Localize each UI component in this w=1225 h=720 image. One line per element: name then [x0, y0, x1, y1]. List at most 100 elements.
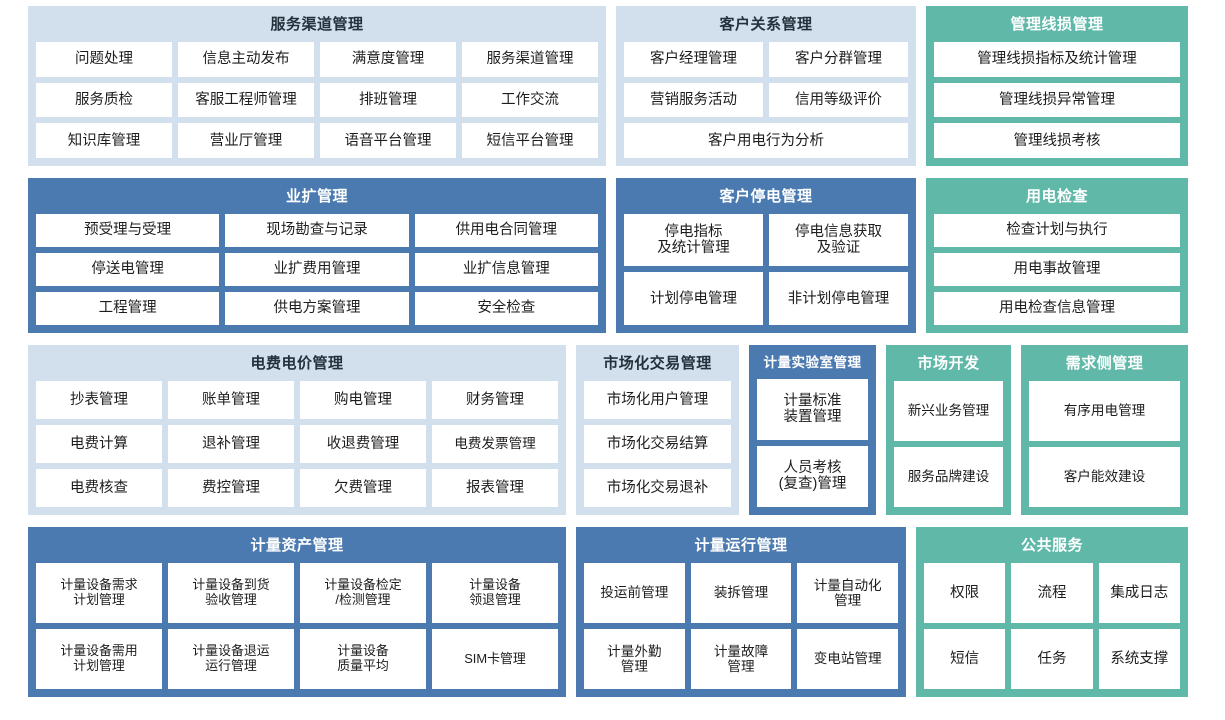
module-cell[interactable]: 用电检查信息管理: [934, 291, 1180, 325]
module-cell[interactable]: 工作交流: [462, 82, 598, 118]
module-cell[interactable]: 投运前管理: [584, 562, 685, 623]
module-cell[interactable]: 电费核查: [36, 468, 162, 507]
module-cell[interactable]: 任务: [1011, 628, 1093, 689]
panel-public-service[interactable]: 公共服务 权限 流程 集成日志 短信 任务 系统支撑: [916, 527, 1188, 697]
module-cell[interactable]: 收退费管理: [300, 424, 426, 463]
panel-grid-row: 知识库管理 营业厅管理 语音平台管理 短信平台管理: [36, 123, 598, 158]
module-cell[interactable]: 新兴业务管理: [894, 380, 1003, 441]
module-cell[interactable]: 营销服务活动: [624, 82, 763, 118]
panel-metering-operation[interactable]: 计量运行管理 投运前管理 装拆管理 计量自动化 管理 计量外勤 管理 计量故障 …: [576, 527, 906, 697]
panel-grid-row: 计量标准 装置管理: [757, 378, 868, 440]
panel-power-inspection[interactable]: 用电检查 检查计划与执行 用电事故管理 用电检查信息管理: [926, 178, 1188, 333]
module-cell[interactable]: 业扩信息管理: [414, 252, 598, 286]
panel-business-expansion[interactable]: 业扩管理 预受理与受理 现场勘查与记录 供用电合同管理 停送电管理 业扩费用管理…: [28, 178, 606, 333]
panel-service-channel[interactable]: 服务渠道管理 问题处理 信息主动发布 满意度管理 服务渠道管理 服务质检 客服工…: [28, 6, 606, 166]
module-cell[interactable]: 停电指标 及统计管理: [624, 213, 763, 267]
module-cell[interactable]: 安全检查: [414, 291, 598, 325]
module-cell[interactable]: 营业厅管理: [178, 123, 314, 158]
module-cell[interactable]: 信息主动发布: [178, 41, 314, 77]
module-cell[interactable]: 停电信息获取 及验证: [769, 213, 908, 267]
panel-grid: 管理线损指标及统计管理 管理线损异常管理 管理线损考核: [934, 41, 1180, 158]
module-cell[interactable]: 短信平台管理: [462, 123, 598, 158]
module-cell[interactable]: 服务渠道管理: [462, 41, 598, 77]
module-cell[interactable]: 计量设备需用 计划管理: [36, 628, 162, 689]
module-cell[interactable]: 服务质检: [36, 82, 172, 118]
module-cell[interactable]: 计量设备 质量平均: [300, 628, 426, 689]
module-cell[interactable]: 计量设备到货 验收管理: [168, 562, 294, 623]
module-cell[interactable]: 抄表管理: [36, 380, 162, 419]
module-cell[interactable]: 计量设备退运 运行管理: [168, 628, 294, 689]
module-cell[interactable]: 装拆管理: [690, 562, 792, 623]
module-cell[interactable]: 短信: [924, 628, 1006, 689]
module-cell[interactable]: 计量设备检定 /检测管理: [300, 562, 426, 623]
module-cell[interactable]: 市场化交易退补: [584, 468, 731, 507]
panel-grid-row: 停送电管理 业扩费用管理 业扩信息管理: [36, 252, 598, 286]
module-cell[interactable]: 系统支撑: [1098, 628, 1180, 689]
module-cell[interactable]: 流程: [1011, 562, 1093, 623]
module-cell[interactable]: 退补管理: [168, 424, 294, 463]
module-cell[interactable]: 计量标准 装置管理: [757, 378, 868, 440]
module-cell[interactable]: 欠费管理: [300, 468, 426, 507]
module-cell[interactable]: 客服工程师管理: [178, 82, 314, 118]
module-cell[interactable]: 供用电合同管理: [414, 213, 598, 247]
module-cell[interactable]: 管理线损异常管理: [934, 82, 1180, 118]
module-cell[interactable]: 购电管理: [300, 380, 426, 419]
module-cell[interactable]: 计量外勤 管理: [584, 628, 685, 689]
module-cell[interactable]: 费控管理: [168, 468, 294, 507]
module-cell[interactable]: 非计划停电管理: [769, 272, 908, 325]
module-cell[interactable]: 电费发票管理: [432, 424, 558, 463]
module-cell[interactable]: SIM卡管理: [432, 628, 558, 689]
module-cell[interactable]: 排班管理: [320, 82, 456, 118]
module-cell[interactable]: 财务管理: [432, 380, 558, 419]
panel-metering-laboratory[interactable]: 计量实验室管理 计量标准 装置管理 人员考核 (复查)管理: [749, 345, 876, 515]
module-cell[interactable]: 计量设备需求 计划管理: [36, 562, 162, 623]
module-cell[interactable]: 人员考核 (复查)管理: [757, 445, 868, 507]
module-cell[interactable]: 变电站管理: [797, 628, 899, 689]
module-cell[interactable]: 停送电管理: [36, 252, 220, 286]
module-cell[interactable]: 检查计划与执行: [934, 213, 1180, 247]
module-cell[interactable]: 权限: [924, 562, 1006, 623]
module-cell[interactable]: 管理线损指标及统计管理: [934, 41, 1180, 77]
panel-market-development[interactable]: 市场开发 新兴业务管理 服务品牌建设: [886, 345, 1011, 515]
module-cell[interactable]: 计量故障 管理: [690, 628, 792, 689]
module-cell[interactable]: 客户用电行为分析: [624, 123, 908, 158]
module-cell[interactable]: 市场化用户管理: [584, 380, 731, 419]
module-cell[interactable]: 报表管理: [432, 468, 558, 507]
module-cell[interactable]: 集成日志: [1098, 562, 1180, 623]
module-cell[interactable]: 市场化交易结算: [584, 424, 731, 463]
module-cell[interactable]: 知识库管理: [36, 123, 172, 158]
module-cell[interactable]: 管理线损考核: [934, 123, 1180, 158]
module-cell[interactable]: 问题处理: [36, 41, 172, 77]
module-cell[interactable]: 用电事故管理: [934, 252, 1180, 286]
module-cell[interactable]: 有序用电管理: [1029, 380, 1180, 441]
module-cell[interactable]: 现场勘查与记录: [225, 213, 409, 247]
module-cell[interactable]: 业扩费用管理: [225, 252, 409, 286]
panel-metering-assets[interactable]: 计量资产管理 计量设备需求 计划管理 计量设备到货 验收管理 计量设备检定 /检…: [28, 527, 566, 697]
module-cell[interactable]: 语音平台管理: [320, 123, 456, 158]
module-cell[interactable]: 满意度管理: [320, 41, 456, 77]
module-cell[interactable]: 账单管理: [168, 380, 294, 419]
module-cell[interactable]: 客户能效建设: [1029, 446, 1180, 507]
panel-demand-side-management[interactable]: 需求侧管理 有序用电管理 客户能效建设: [1021, 345, 1188, 515]
panel-market-trading[interactable]: 市场化交易管理 市场化用户管理 市场化交易结算 市场化交易退补: [576, 345, 739, 515]
module-cell[interactable]: 服务品牌建设: [894, 446, 1003, 507]
panel-title: 计量实验室管理: [763, 355, 862, 370]
module-cell[interactable]: 计量设备 领退管理: [432, 562, 558, 623]
module-cell[interactable]: 预受理与受理: [36, 213, 220, 247]
module-cell[interactable]: 信用等级评价: [769, 82, 908, 118]
panel-customer-relationship[interactable]: 客户关系管理 客户经理管理 客户分群管理 营销服务活动 信用等级评价 客户用电行…: [616, 6, 916, 166]
panel-grid-row: 权限 流程 集成日志: [924, 562, 1180, 623]
panel-grid-row: 市场化用户管理: [584, 380, 731, 419]
module-cell[interactable]: 工程管理: [36, 291, 220, 325]
panel-tariff-management[interactable]: 电费电价管理 抄表管理 账单管理 购电管理 财务管理 电费计算 退补管理 收退费…: [28, 345, 566, 515]
module-cell[interactable]: 客户经理管理: [624, 41, 763, 77]
module-cell[interactable]: 计划停电管理: [624, 272, 763, 325]
module-cell[interactable]: 供电方案管理: [225, 291, 409, 325]
module-cell[interactable]: 电费计算: [36, 424, 162, 463]
panel-customer-outage[interactable]: 客户停电管理 停电指标 及统计管理 停电信息获取 及验证 计划停电管理 非计划停…: [616, 178, 916, 333]
module-cell[interactable]: 计量自动化 管理: [797, 562, 899, 623]
module-cell[interactable]: 客户分群管理: [769, 41, 908, 77]
panel-grid-row: 问题处理 信息主动发布 满意度管理 服务渠道管理: [36, 41, 598, 77]
panel-line-loss-management[interactable]: 管理线损管理 管理线损指标及统计管理 管理线损异常管理 管理线损考核: [926, 6, 1188, 166]
